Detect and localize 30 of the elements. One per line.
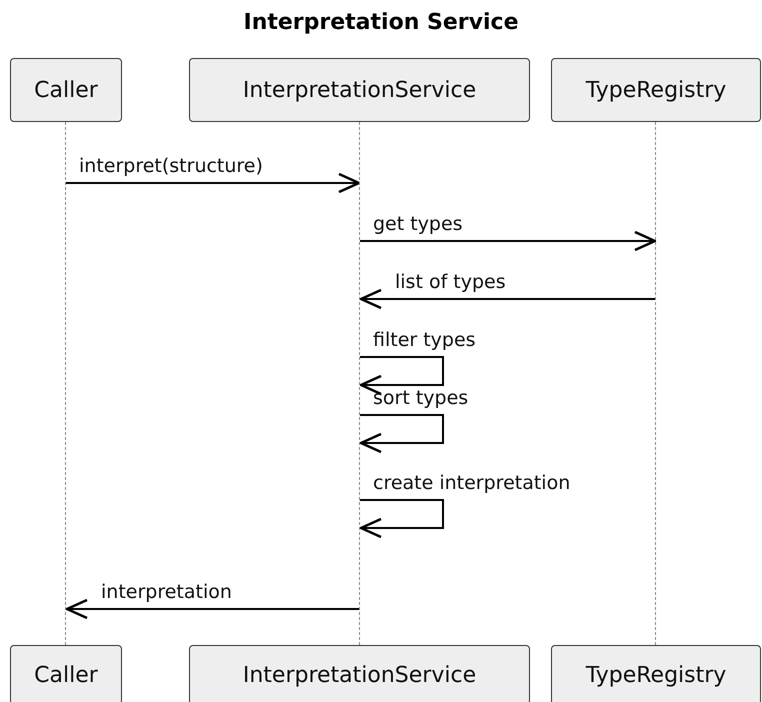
lifeline — [65, 122, 67, 645]
message-arrow — [66, 172, 360, 194]
participant-name: TypeRegistry — [586, 662, 726, 688]
message-label: get types — [373, 213, 463, 235]
message-label: interpret(structure) — [79, 155, 263, 177]
participant-box — [551, 645, 761, 702]
self-message-arrow — [360, 414, 444, 454]
participant-box — [551, 58, 761, 122]
message-arrow — [360, 230, 656, 252]
message-label: filter types — [373, 329, 476, 351]
message-label: list of types — [395, 271, 506, 293]
participant-name: Caller — [34, 78, 98, 102]
participant-name: InterpretationService — [242, 78, 476, 102]
diagram-title: Interpretation Service — [242, 10, 520, 35]
message-arrow — [360, 288, 655, 310]
lifeline — [359, 122, 361, 645]
participant-name: InterpretationService — [242, 662, 476, 688]
self-message-arrow — [360, 499, 444, 538]
lifeline — [655, 122, 657, 645]
self-message-arrow — [360, 356, 444, 396]
message-arrow — [66, 598, 359, 620]
participant-box — [189, 645, 530, 702]
participant-box — [189, 58, 530, 122]
participant-name: TypeRegistry — [586, 78, 726, 102]
message-label: interpretation — [101, 581, 232, 603]
participant-box — [10, 58, 122, 122]
participant-box — [10, 645, 122, 702]
message-label: create interpretation — [373, 472, 570, 494]
participant-name: Caller — [34, 662, 98, 688]
message-label: sort types — [373, 387, 468, 409]
